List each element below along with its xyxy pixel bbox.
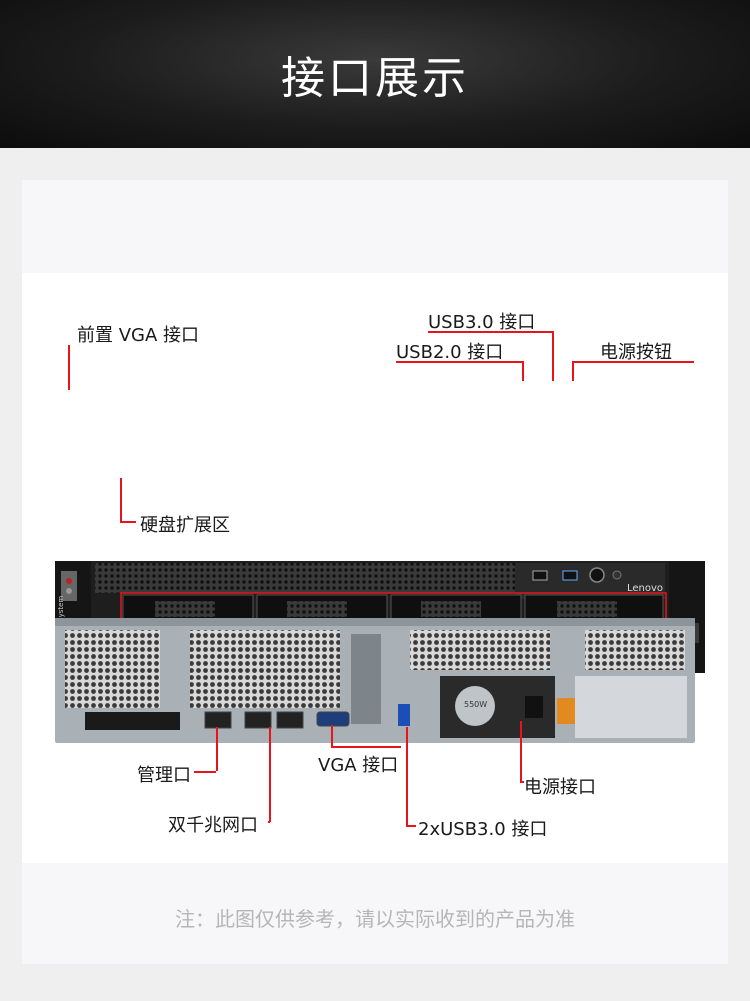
- label-rear-vga: VGA 接口: [318, 755, 399, 776]
- leader-drives-h: [120, 521, 136, 523]
- leader-mgmt-v: [216, 727, 218, 771]
- rear-server-drawing: [55, 618, 695, 743]
- leader-power-v: [520, 721, 522, 781]
- leader-front-vga: [68, 345, 70, 390]
- content-panel: ThinkSystem Lenovo 前置 VGA 接口 USB3.0 接口 U…: [22, 180, 728, 964]
- label-usb3: USB3.0 接口: [428, 312, 536, 333]
- leader-gigabit-h: [268, 821, 270, 823]
- leader-power-btn-v: [572, 361, 574, 381]
- label-gigabit-ports: 双千兆网口: [168, 815, 258, 836]
- page-title: 接口展示: [281, 53, 469, 104]
- leader-usb-h: [406, 825, 416, 827]
- leader-rear-vga-h: [331, 746, 401, 748]
- rear-server: 550W: [55, 618, 695, 743]
- label-rear-usb: 2xUSB3.0 接口: [418, 819, 548, 840]
- diagram-canvas: ThinkSystem Lenovo 前置 VGA 接口 USB3.0 接口 U…: [22, 273, 728, 863]
- label-front-vga: 前置 VGA 接口: [77, 325, 200, 346]
- leader-power-btn-h: [572, 361, 694, 363]
- disclaimer-note: 注：此图仅供参考，请以实际收到的产品为准: [175, 907, 575, 931]
- leader-usb-v: [406, 727, 408, 825]
- label-power-port: 电源接口: [524, 777, 596, 798]
- header-banner: 接口展示: [0, 0, 750, 148]
- leader-mgmt-h: [194, 771, 216, 773]
- leader-drives-v: [120, 478, 122, 521]
- leader-power-h: [520, 781, 524, 783]
- leader-usb3-h: [428, 331, 552, 333]
- label-power-button: 电源按钮: [600, 342, 672, 363]
- leader-usb3-v: [552, 331, 554, 381]
- leader-gigabit-v: [269, 727, 271, 822]
- leader-usb2-h: [396, 361, 522, 363]
- leader-usb2-v: [522, 361, 524, 381]
- label-mgmt-port: 管理口: [137, 765, 191, 786]
- label-usb2: USB2.0 接口: [396, 342, 504, 363]
- label-drive-bays: 硬盘扩展区: [140, 515, 230, 536]
- leader-rear-vga-v: [331, 725, 333, 747]
- psu-rating: 550W: [464, 700, 488, 709]
- brand-label-right: Lenovo: [627, 583, 664, 594]
